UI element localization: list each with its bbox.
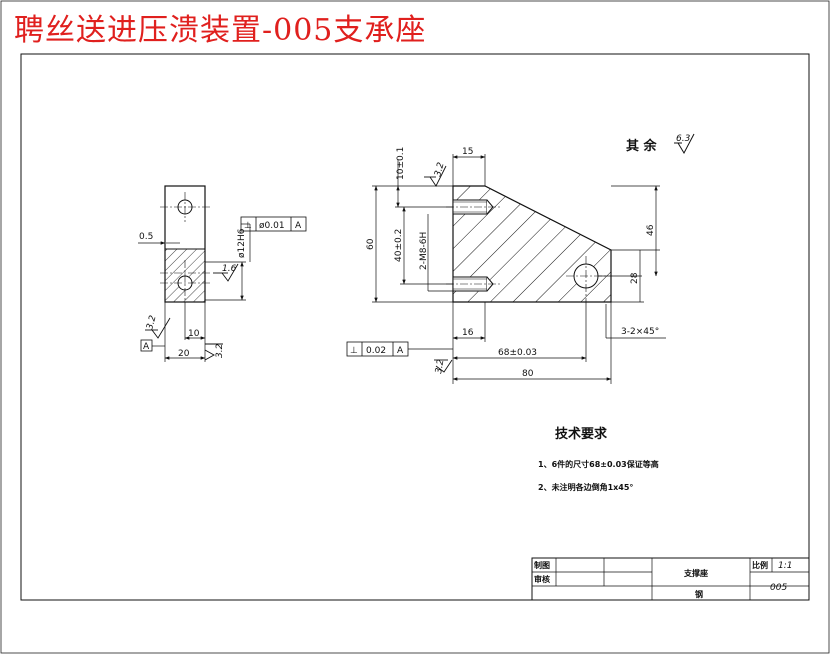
front-tol-value: 0.02 [366,346,386,356]
side-bottom-roughness: 3.2 [145,314,158,331]
side-tol-datum: A [295,221,302,231]
rest-roughness: 其 余 6.3 [626,133,695,155]
side-dim-width: 20 [178,349,190,359]
front-dim-60: 60 [366,238,376,250]
front-thread-label: 2-M8-6H [419,232,429,270]
side-datum: A [143,342,150,352]
tb-part-name: 支撑座 [683,568,708,578]
front-top-roughness: 3.2 [433,161,446,178]
side-tolerance-frame: ⊥ ø0.01 A [240,216,307,232]
side-bore-roughness: 1.6 [222,264,237,274]
roughness-icon [151,317,171,339]
tb-scale-value: 1:1 [778,561,792,571]
front-dim-top: 15 [462,147,473,157]
front-dim-40: 40±0.2 [394,229,404,262]
roughness-icon [677,133,695,155]
front-view [372,154,666,384]
tech-req-item-2: 2、未注明各边倒角1x45° [538,482,633,492]
front-dim-68: 68±0.03 [498,348,537,358]
title-block-text: 制图 审核 支撑座 比例 1:1 005 钢 [534,560,792,599]
tech-requirements: 技术要求 1、6件的尺寸68±0.03保证等高 2、未注明各边倒角1x45° [538,426,659,492]
tb-drawn-label: 制图 [534,560,550,570]
front-dim-80: 80 [522,369,534,379]
rest-roughness-label: 其 余 [626,138,658,154]
front-dim-10: 10±0.1 [396,147,406,180]
side-right-roughness: 3.2 [215,343,225,358]
front-view-labels: 15 10±0.1 60 40±0.2 2-M8-6H 46 28 16 3-2… [346,147,659,379]
front-dim-16: 16 [462,328,474,338]
tb-material: 钢 [695,589,703,599]
front-tolerance-frame: ⊥ 0.02 A [346,341,409,357]
front-dim-28: 28 [630,272,640,284]
side-tol-symbol: ⊥ [244,221,252,231]
tb-scale-label: 比例 [752,560,768,570]
side-bore-label: ø12H6 [237,228,247,258]
rest-roughness-value: 6.3 [676,134,691,144]
side-dim-inner: 10 [188,329,200,339]
tech-req-item-1: 1、6件的尺寸68±0.03保证等高 [538,459,659,469]
front-chamfer: 3-2×45° [621,327,659,337]
front-tol-symbol: ⊥ [350,346,358,356]
drawing-frame [20,53,810,601]
side-gap-dim: 0.5 [139,232,153,242]
roughness-icon [221,263,239,282]
roughness-icon [204,343,223,361]
title-block [531,557,810,601]
tb-checked-label: 审核 [534,574,550,584]
side-tol-value: ø0.01 [259,221,285,231]
front-dim-46: 46 [646,224,656,236]
front-tol-datum: A [397,346,404,356]
page-title: 聘丝送进压溃装置-005支承座 [14,13,427,48]
datum-box [140,339,153,352]
tech-req-heading: 技术要求 [555,426,608,442]
roughness-icon [435,359,453,373]
side-view-labels: 0.5 ø12H6 1.6 3.2 3.2 A 10 20 ⊥ ø0.01 A [139,216,307,359]
side-view [138,185,251,362]
front-bottom-roughness: 3.2 [434,358,446,374]
roughness-icon [429,165,447,187]
tb-part-no: 005 [770,583,787,593]
